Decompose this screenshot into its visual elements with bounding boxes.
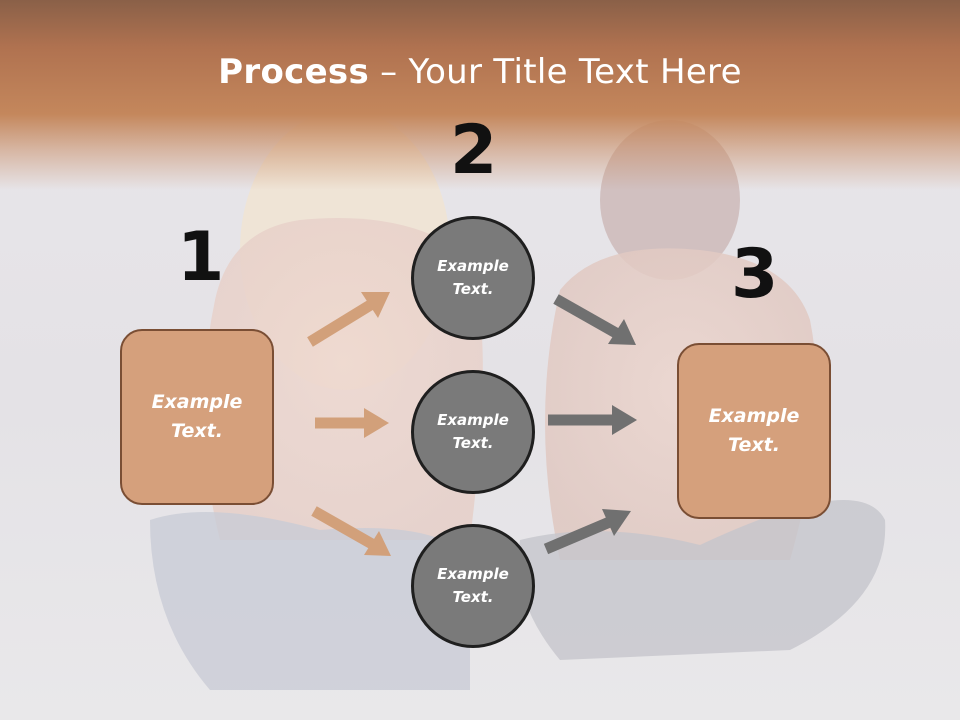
title-band	[0, 0, 960, 190]
title-bold: Process	[218, 52, 370, 92]
step-number-1: 1	[177, 218, 225, 297]
end-box-text: Example Text.	[708, 405, 800, 456]
arrow-from-circle-3	[543, 509, 631, 555]
end-box[interactable]: Example Text.	[677, 343, 831, 519]
arrow-to-circle-3	[311, 506, 391, 556]
circle-2-text: Example Text.	[437, 411, 509, 452]
start-box[interactable]: Example Text.	[120, 329, 274, 505]
step-number-3: 3	[731, 235, 779, 314]
circle-1[interactable]: Example Text.	[411, 216, 535, 340]
circle-2[interactable]: Example Text.	[411, 370, 535, 494]
arrow-from-circle-2	[548, 405, 637, 435]
arrow-from-circle-1	[553, 294, 636, 345]
title-rest: – Your Title Text Here	[369, 52, 742, 92]
start-box-text: Example Text.	[151, 391, 243, 442]
circle-3-text: Example Text.	[437, 565, 509, 606]
arrow-to-circle-1	[307, 292, 390, 347]
slide-title[interactable]: Process – Your Title Text Here	[0, 52, 960, 92]
arrow-to-circle-2	[315, 408, 389, 438]
circle-1-text: Example Text.	[437, 257, 509, 298]
circle-3[interactable]: Example Text.	[411, 524, 535, 648]
step-number-2: 2	[450, 111, 498, 190]
